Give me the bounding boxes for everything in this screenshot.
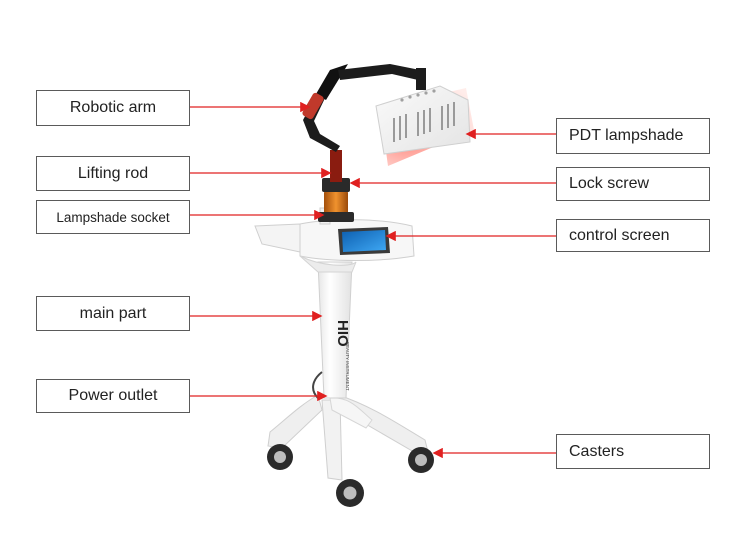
brand-logo: HIO xyxy=(334,320,351,347)
lifting-rod-part xyxy=(330,150,342,182)
label-pdt-lampshade: PDT lampshade xyxy=(556,118,710,154)
label-main-part: main part xyxy=(36,296,190,331)
label-casters: Casters xyxy=(556,434,710,469)
caster-wheel xyxy=(267,444,293,470)
lampshade-socket-part xyxy=(318,178,354,225)
label-lampshade-socket: Lampshade socket xyxy=(36,200,190,234)
brand-subtext: BEAUTY INSTRUMENT xyxy=(345,342,350,391)
label-robotic-arm: Robotic arm xyxy=(36,90,190,126)
caster-wheel xyxy=(408,447,434,473)
label-control-screen: control screen xyxy=(556,219,710,252)
device-base xyxy=(267,394,429,481)
leader-arrows xyxy=(190,101,556,459)
label-lock-screw: Lock screw xyxy=(556,167,710,201)
label-power-outlet: Power outlet xyxy=(36,379,190,413)
power-cable xyxy=(312,371,323,399)
main-column xyxy=(317,261,353,399)
robotic-arm-part xyxy=(302,64,426,152)
label-lifting-rod: Lifting rod xyxy=(36,156,190,191)
caster-wheel xyxy=(336,479,364,507)
control-screen-display xyxy=(338,227,390,255)
pdt-lampshade-part xyxy=(375,85,474,166)
